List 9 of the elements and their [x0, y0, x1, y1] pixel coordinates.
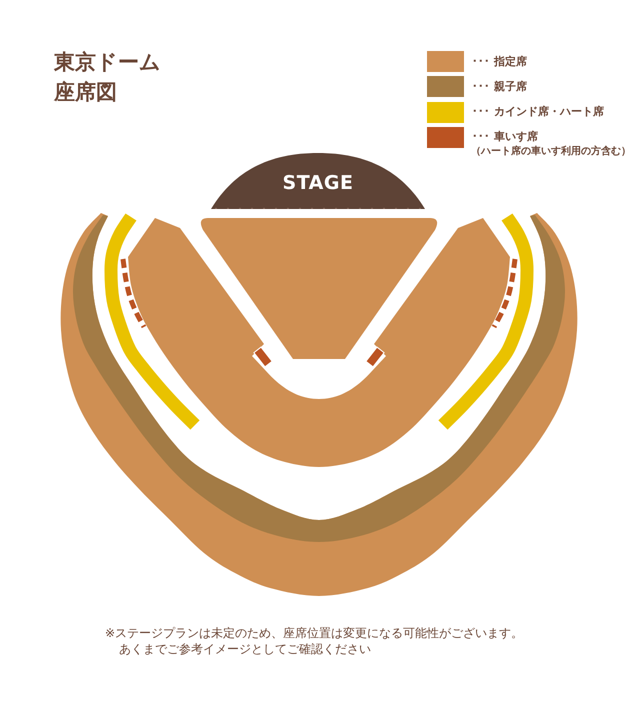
legend-label: ･･･ カインド席・ハート席: [472, 105, 604, 120]
legend-label: ･･･ 車いす席: [472, 130, 538, 144]
footnote: ※ステージプランは未定のため、座席位置は変更になる可能性がございます。あくまでご参考イメージとしてご確認ください: [105, 625, 524, 657]
title: 東京ドーム座席図: [54, 49, 162, 106]
stage-label: STAGE: [282, 172, 354, 194]
legend-label: ･･･ 指定席: [472, 54, 527, 68]
stage-area: [211, 153, 425, 209]
legend-label: ･･･ 親子席: [472, 80, 527, 94]
legend-note: （ハート席の車いす利用の方含む）: [471, 145, 631, 158]
